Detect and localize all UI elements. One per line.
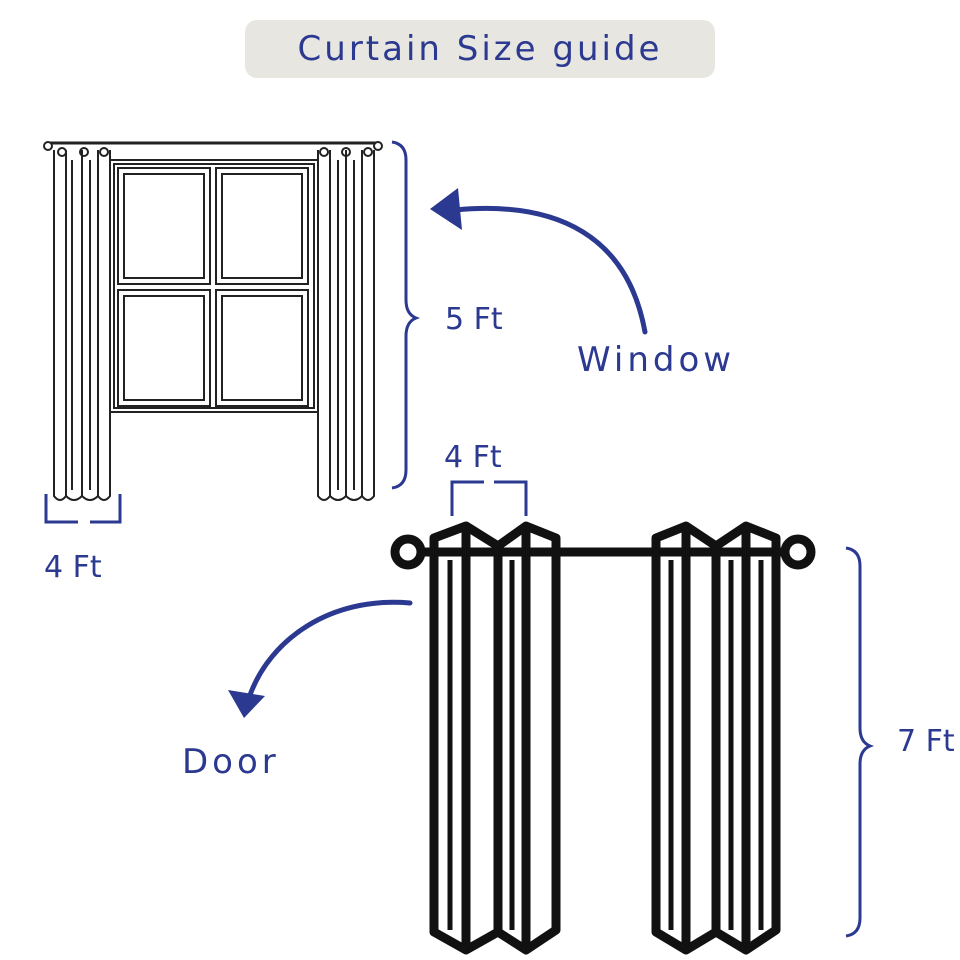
window-label: Window	[577, 340, 736, 380]
window-frame	[109, 159, 319, 413]
window-curtain-left	[53, 147, 111, 501]
window-pane-top-left	[117, 167, 211, 285]
door-label: Door	[182, 742, 280, 782]
window-arrowhead-icon	[430, 188, 462, 230]
window-height-brace	[391, 140, 421, 490]
window-arrow	[430, 188, 648, 335]
door-arrowhead-icon	[228, 690, 265, 718]
window-pane-bottom-right	[215, 289, 309, 407]
door-rod-finial-left	[390, 534, 426, 570]
window-rod-finial-right	[373, 141, 383, 151]
door-curtain-right	[651, 521, 781, 955]
window-illustration	[43, 141, 383, 501]
window-pane-top-right	[215, 167, 309, 285]
window-width-bracket	[44, 494, 122, 524]
door-height-brace	[845, 546, 875, 938]
door-illustration	[390, 521, 816, 955]
door-height-label: 7 Ft	[897, 724, 955, 759]
door-curtain-left	[429, 521, 561, 955]
window-height-label: 5 Ft	[445, 302, 503, 337]
page-title: Curtain Size guide	[297, 29, 663, 69]
door-width-label: 4 Ft	[444, 440, 502, 475]
window-curtain-right	[317, 147, 375, 501]
window-rod-finial-left	[43, 141, 53, 151]
window-width-label: 4 Ft	[44, 550, 102, 585]
window-pane-bottom-left	[117, 289, 211, 407]
door-rod-finial-right	[780, 534, 816, 570]
door-width-bracket	[450, 480, 528, 516]
title-banner: Curtain Size guide	[245, 20, 715, 78]
door-arrow	[228, 599, 413, 718]
